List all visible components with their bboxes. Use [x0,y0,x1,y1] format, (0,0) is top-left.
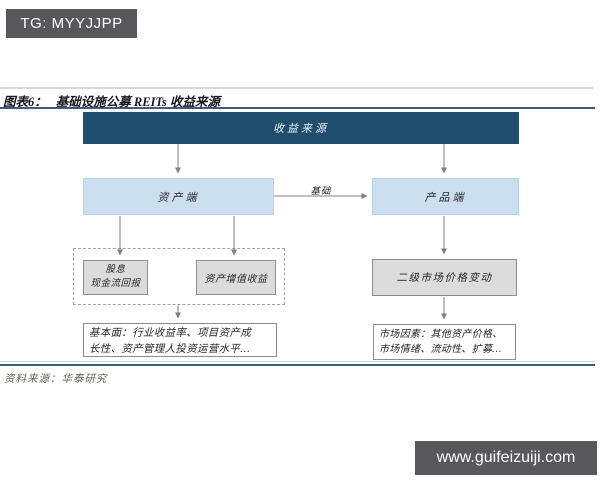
node-dividend-cashflow: 股息 现金流回报 [83,260,148,295]
node-secondary-market-price: 二级市场价格变动 [372,259,517,296]
note-fundamentals-line2: 长性、资产管理人投资运营水平… [89,343,250,355]
title-underline-rule [0,107,595,109]
node-income-source-label: 收益来源 [273,123,329,135]
telegram-watermark-text: TG: MYYJJPP [20,15,123,32]
figure-title-text: 基础设施公募 REITs 收益来源 [55,95,220,109]
website-watermark-text: www.guifeizuiji.com [436,449,576,466]
node-dividend-line2: 现金流回报 [90,278,141,289]
node-asset-side-label: 资产端 [157,191,200,204]
arrow-label-basis: 基础 [310,187,332,197]
node-asset-appreciation: 资产增值收益 [196,260,276,295]
note-market-factors-line1: 市场因素：其他资产价格、 [379,329,503,340]
source-navy-rule [0,364,595,366]
source-thin-rule [0,361,595,362]
data-source-caption: 资料来源：华泰研究 [4,374,108,385]
node-income-source: 收益来源 [83,112,519,144]
node-dividend-line1: 股息 [105,264,126,275]
note-market-factors: 市场因素：其他资产价格、 市场情绪、流动性、扩募… [373,324,516,360]
note-market-factors-line2: 市场情绪、流动性、扩募… [379,344,502,355]
note-fundamentals-line1: 基本面：行业收益率、项目资产成 [89,328,251,339]
telegram-watermark-banner: TG: MYYJJPP [6,9,137,38]
figure-top-rule [0,87,593,89]
node-product-side-label: 产品端 [424,191,467,204]
node-product-side: 产品端 [372,178,519,215]
node-secondary-market-label: 二级市场价格变动 [396,273,493,284]
node-asset-appreciation-label: 资产增值收益 [204,274,268,285]
figure-number-label: 图表6： [3,95,47,109]
website-watermark-banner: www.guifeizuiji.com [415,441,597,475]
note-fundamentals: 基本面：行业收益率、项目资产成 长性、资产管理人投资运营水平… [83,323,277,357]
node-asset-side: 资产端 [83,178,274,215]
figure-title: 图表6： 基础设施公募 REITs 收益来源 [3,91,593,110]
asset-income-dashed-group [73,248,285,305]
